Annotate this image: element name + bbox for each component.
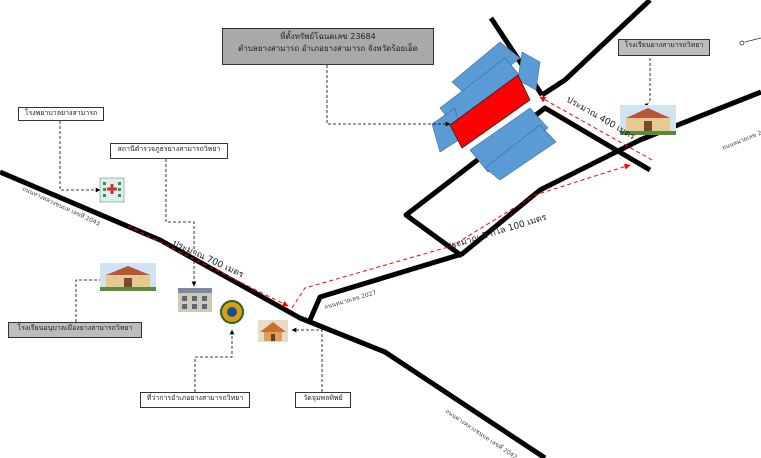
leader-lines — [59, 58, 651, 392]
north-arrow-icon — [739, 37, 761, 46]
leader-district — [194, 329, 235, 392]
label-temple: วัดจุมพลทิพย์ — [295, 392, 351, 408]
subject-plot — [449, 74, 531, 149]
distance-arrow-right — [539, 96, 653, 161]
hospital-icon — [99, 177, 125, 203]
distance-arrow-center — [291, 163, 631, 309]
label-police-station: สถานีตำรวจภูธรยางสามารถวิทยา — [110, 143, 228, 159]
neighbor-plot — [517, 51, 541, 91]
school-icon — [100, 263, 156, 291]
leader-municipal-school — [75, 279, 100, 322]
neighbor-plot — [484, 124, 557, 181]
road-to-plot — [403, 105, 652, 259]
road-name-left: ถนนทางหลวงชนบท เลขที่ 2043 — [21, 185, 101, 228]
property-title-line1: ที่ตั้งทรัพย์โฉนดเลข 23684 — [280, 32, 376, 41]
school-icon-right — [620, 105, 676, 135]
leader-hospital — [59, 121, 101, 193]
neighbor-plot — [469, 107, 549, 173]
road-north-east — [540, 0, 652, 98]
temple-icon — [258, 320, 288, 342]
leader-property — [326, 65, 451, 127]
distance-arrow-left — [127, 225, 289, 307]
road-main-diagonal — [0, 169, 547, 458]
label-district-office: ที่ว่าการอำเภอยางสามารถวิทยา — [140, 392, 250, 408]
land-parcels — [431, 41, 557, 181]
leader-police — [165, 159, 197, 287]
district-emblem-icon — [220, 300, 244, 324]
distance-arrows — [127, 96, 653, 309]
property-title-line2: ตำบลยางสามารถ อำเภอยางสามารถ จังหวัดร้อย… — [238, 44, 418, 53]
road-name-right: ถนนหมายเลข 2035 — [721, 125, 761, 152]
distance-label-center: ประมาณ 1 กิโล 100 เมตร — [445, 212, 548, 253]
label-school-right: โรงเรียนยางสามารถวิทยา — [618, 39, 710, 56]
police-station-icon — [178, 288, 212, 312]
leader-school-right — [644, 58, 651, 109]
distance-label-left: ประมาณ 700 เมตร — [171, 239, 245, 281]
label-hospital: โรงพยาบาลยางสามารถ — [18, 107, 104, 121]
label-municipal-school: โรงเรียนอนุบาลเมืองยางสามารถวิทยา — [8, 322, 142, 338]
leader-temple — [291, 327, 323, 392]
property-title-box: ที่ตั้งทรัพย์โฉนดเลข 23684 ตำบลยางสามารถ… — [222, 28, 434, 65]
